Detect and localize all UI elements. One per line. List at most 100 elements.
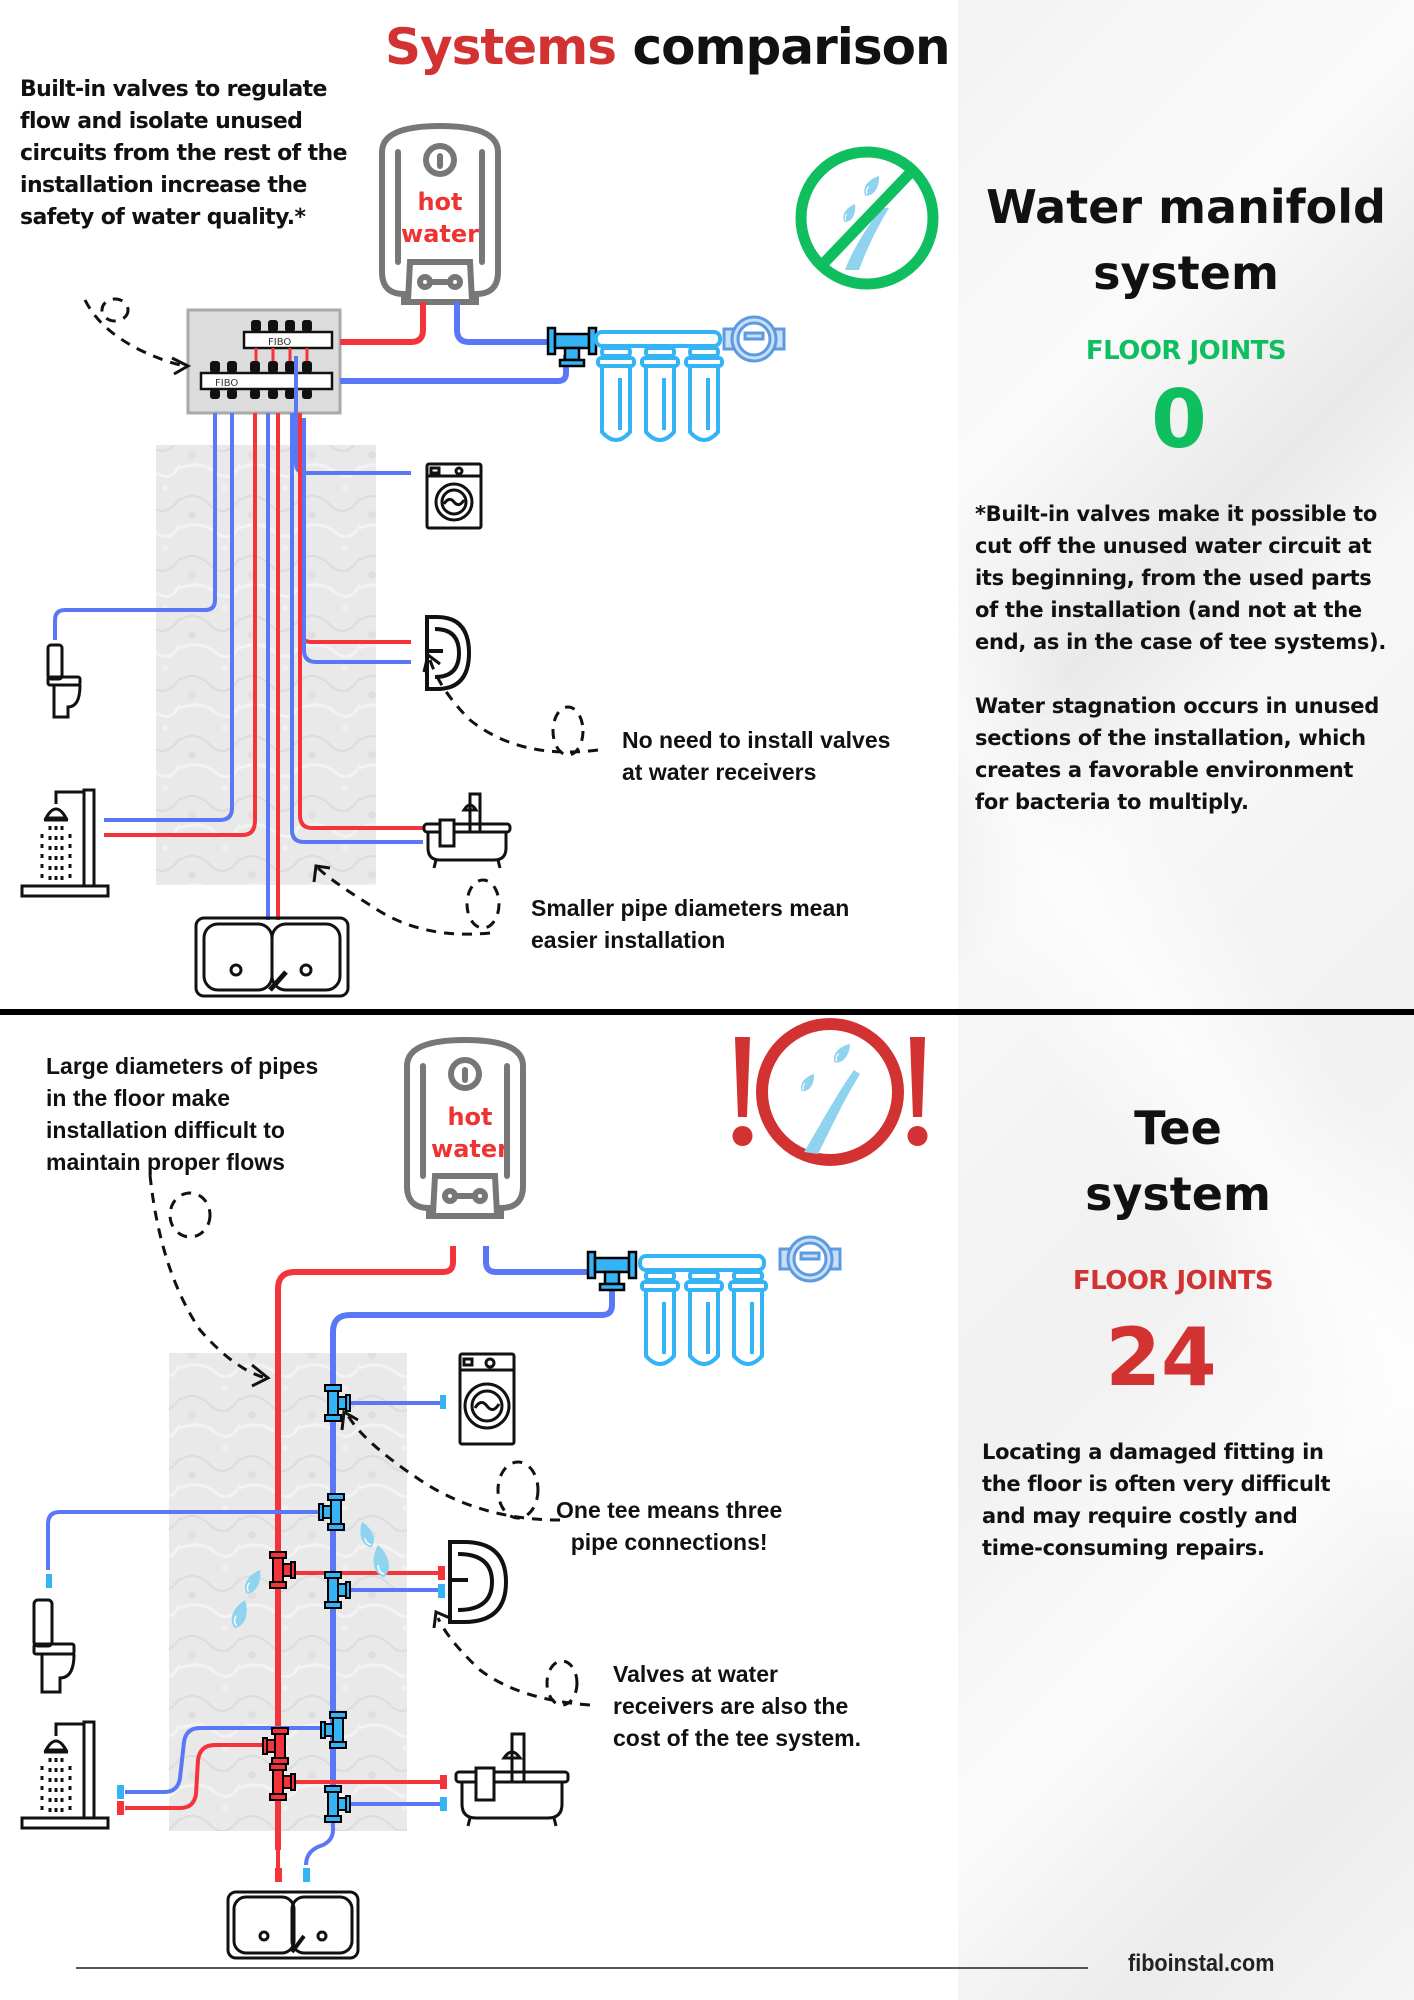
valve-icon (438, 1584, 445, 1598)
sink-icon (425, 615, 472, 691)
valve-icon (275, 1868, 282, 1882)
hot-pipe (298, 413, 423, 830)
water-heater-icon (404, 1036, 526, 1219)
water-meter-icon (722, 315, 786, 363)
tee-fitting-icon (318, 1493, 345, 1531)
callout-no-valves: No need to install valves at water recei… (622, 724, 890, 788)
water-meter-icon (778, 1235, 842, 1283)
title-line: system (1093, 246, 1279, 300)
receiver-valves (46, 1395, 447, 1882)
manifold-icon: FIBO FIBO (186, 308, 342, 415)
hot-pipe (275, 1246, 456, 1850)
toilet-icon (32, 1598, 76, 1694)
floor-tee-fittings (262, 1384, 351, 1823)
footer-website-link[interactable]: fiboinstal.com (1128, 1950, 1275, 1977)
tee-paragraph: Locating a damaged fitting in the floor … (982, 1436, 1331, 1564)
page-title: Systems comparison (385, 18, 951, 76)
callout-line: Smaller pipe diameters mean (531, 895, 850, 921)
paragraph-line: and may require costly and (982, 1504, 1298, 1528)
arrowhead (251, 1363, 451, 1629)
manifold-joints-label: FLOOR JOINTS (1085, 336, 1287, 366)
washing-machine-icon (425, 462, 483, 530)
tee-system-title: Tee system (958, 1095, 1398, 1227)
water-filter-icon (594, 330, 724, 442)
note-line: installation difficult to (46, 1117, 285, 1143)
cold-pipe (454, 302, 552, 345)
no-leak-icon (795, 146, 939, 290)
cold-pipe (290, 413, 423, 844)
heater-label-hot: hot (417, 188, 463, 216)
tee-fitting-icon (269, 1551, 296, 1589)
note-line: installation increase the (20, 173, 307, 198)
manifold-brand: FIBO (268, 337, 291, 348)
callout-line: pipe connections! (570, 1529, 768, 1555)
footer-line (76, 1967, 1088, 1969)
note-line: flow and isolate unused (20, 109, 303, 134)
heater-label-hot: hot (447, 1103, 493, 1131)
double-kitchen-sink-icon (226, 1890, 360, 1960)
hot-pipe (125, 1743, 275, 1810)
callout-arrow (83, 297, 599, 936)
paragraph-line: its beginning, from the used parts (975, 566, 1372, 590)
section-divider (0, 1009, 1414, 1015)
valve-icon (440, 1395, 446, 1409)
valve-icon (440, 1775, 447, 1789)
cold-pipe (330, 1290, 615, 1820)
callout-tee: One tee means three pipe connections! (556, 1494, 782, 1558)
callout-valves-cost: Valves at water receivers are also the c… (613, 1658, 861, 1754)
shower-icon (20, 788, 110, 898)
valve-icon (438, 1566, 445, 1580)
title-line: Water manifold (986, 180, 1386, 234)
arrowhead (171, 356, 441, 883)
shower-icon (20, 1720, 110, 1830)
toilet-icon (46, 643, 82, 719)
cold-pipe (46, 1510, 330, 1570)
tee-joints-label: FLOOR JOINTS (1072, 1266, 1274, 1296)
note-line: circuits from the rest of the (20, 141, 348, 166)
paragraph-line: time-consuming repairs. (982, 1536, 1265, 1560)
manifold-paragraph-2: Water stagnation occurs in unused sectio… (975, 690, 1379, 818)
heater-label-water: water (401, 220, 479, 248)
paragraph-line: the floor is often very difficult (982, 1472, 1331, 1496)
right-info-panel (958, 0, 1414, 2000)
cold-pipe (53, 413, 217, 640)
note-line: safety of water quality.* (20, 205, 306, 230)
title-line: system (1085, 1167, 1271, 1221)
paragraph-line: end, as in the case of tee systems). (975, 630, 1387, 654)
title-line: Tee (1134, 1101, 1222, 1155)
title-comparison: comparison (632, 18, 950, 76)
paragraph-line: creates a favorable environment (975, 758, 1354, 782)
valve-icon (46, 1574, 52, 1588)
hot-pipe (104, 413, 257, 837)
cold-pipe (304, 1820, 335, 1866)
manifold-note: Built-in valves to regulate flow and iso… (20, 74, 348, 234)
valve-icon (303, 1868, 310, 1882)
callout-smaller-diameters: Smaller pipe diameters mean easier insta… (531, 892, 849, 956)
paragraph-line: for bacteria to multiply. (975, 790, 1249, 814)
manifold-joints-value: 0 (1151, 373, 1207, 466)
callout-line: No need to install valves (622, 727, 891, 753)
note-line: in the floor make (46, 1085, 231, 1111)
paragraph-line: of the installation (and not at the (975, 598, 1362, 622)
cold-pipe (104, 413, 234, 822)
note-line: Large diameters of pipes (46, 1053, 319, 1079)
heater-label-top: hot water (380, 186, 500, 250)
paragraph-line: sections of the installation, which (975, 726, 1366, 750)
title-systems: Systems (385, 18, 617, 76)
water-filter-icon (638, 1254, 768, 1366)
callout-line: at water receivers (622, 759, 817, 785)
leak-warning-icon (732, 1018, 928, 1166)
heater-label-water: water (431, 1135, 509, 1163)
callout-line: easier installation (531, 927, 726, 953)
manifold-paragraph-1: *Built-in valves make it possible to cut… (975, 498, 1386, 658)
tee-fitting-icon (324, 1384, 351, 1422)
double-kitchen-sink-icon (194, 916, 350, 998)
valve-icon (440, 1797, 447, 1811)
cold-pipe (302, 418, 411, 664)
tee-note: Large diameters of pipes in the floor ma… (46, 1050, 318, 1178)
cold-pipe (340, 355, 569, 384)
callout-line: Valves at water (613, 1661, 778, 1687)
hot-pipe (340, 302, 426, 345)
tee-joints-value: 24 (1105, 1311, 1217, 1404)
